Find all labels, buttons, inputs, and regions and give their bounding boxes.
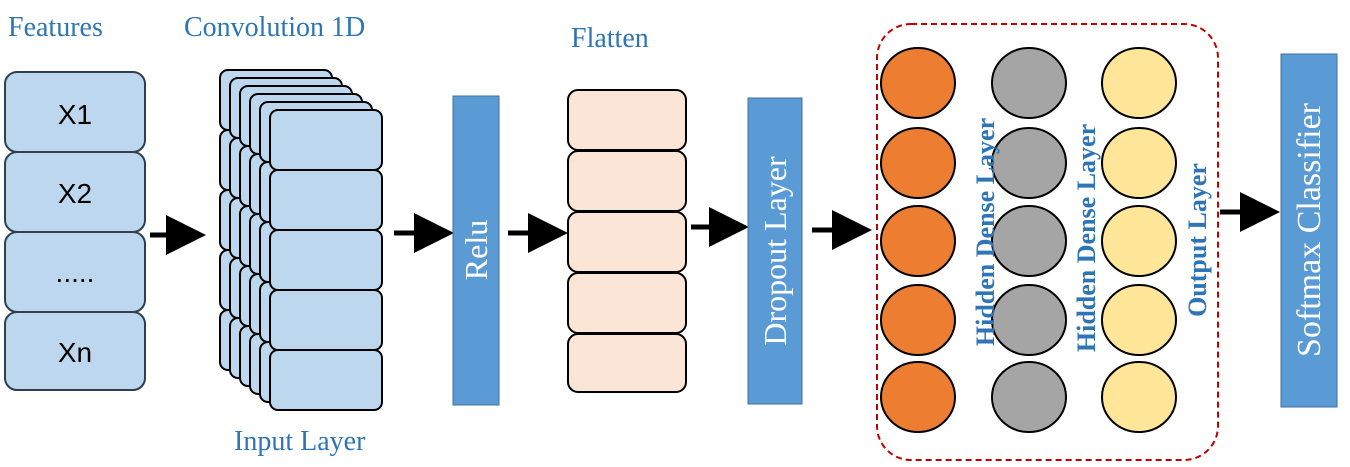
input-layer-label: Input Layer: [234, 426, 366, 457]
flatten-cell: [567, 272, 687, 334]
output-neuron: [1101, 361, 1177, 433]
output-neuron: [1101, 127, 1177, 199]
hidden-dense-layer-label-1: Hidden Dense Layer: [971, 118, 1000, 346]
hidden-neuron-2: [991, 205, 1067, 277]
hidden-dense-layer-label-2: Hidden Dense Layer: [1072, 124, 1101, 352]
conv-filter-cell: [269, 349, 383, 411]
flatten-cell: [567, 150, 687, 212]
output-layer-label: Output Layer: [1183, 163, 1212, 317]
feature-label: Xn: [58, 337, 92, 368]
feature-box: [4, 311, 146, 391]
dense-layers-box: [876, 23, 1219, 461]
hidden-neuron-2: [991, 47, 1067, 119]
feature-label: X2: [58, 178, 92, 209]
flatten-cell: [567, 89, 687, 151]
hidden-neuron-2: [991, 284, 1067, 356]
convolution-stack: [219, 69, 383, 411]
features-stack: X1 X2 ..... Xn: [4, 71, 146, 391]
hidden-neuron-2: [991, 361, 1067, 433]
dropout-bar: [747, 97, 803, 405]
conv-filter-cell: [269, 169, 383, 231]
relu-label: Relu: [458, 220, 494, 280]
hidden-neuron-1: [880, 361, 956, 433]
feature-label: X1: [58, 99, 92, 130]
relu-bar: [452, 95, 500, 406]
softmax-bar: [1280, 53, 1338, 408]
flatten-title: Flatten: [571, 23, 649, 54]
convolution-title: Convolution 1D: [184, 12, 365, 43]
dropout-label: Dropout Layer: [757, 156, 793, 346]
flatten-cell: [567, 211, 687, 273]
feature-label: .....: [56, 257, 95, 288]
conv-filter-cell: [269, 229, 383, 291]
neuron-grid: [880, 47, 1177, 433]
conv-filter-cell: [269, 289, 383, 351]
hidden-neuron-1: [880, 47, 956, 119]
hidden-neuron-1: [880, 205, 956, 277]
features-title: Features: [8, 12, 103, 43]
output-neuron: [1101, 284, 1177, 356]
conv-filter-cell: [269, 109, 383, 171]
hidden-neuron-1: [880, 284, 956, 356]
output-neuron: [1101, 47, 1177, 119]
softmax-label: Softmax Classifier: [1291, 102, 1328, 357]
flatten-cell: [567, 333, 687, 393]
hidden-neuron-2: [991, 127, 1067, 199]
output-neuron: [1101, 205, 1177, 277]
hidden-neuron-1: [880, 127, 956, 199]
flatten-stack: [567, 89, 687, 393]
